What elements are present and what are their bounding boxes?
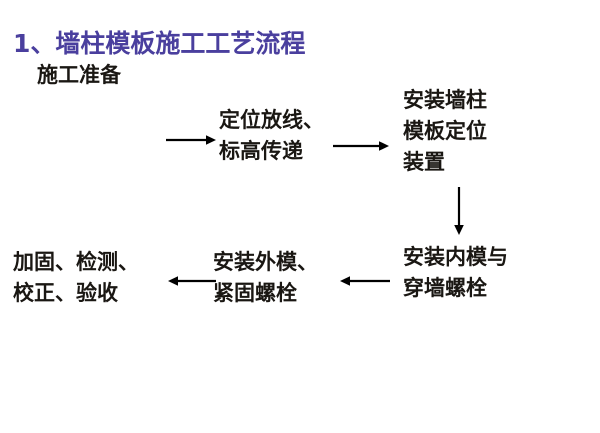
flow-node-line: 紧固螺栓 <box>213 280 297 305</box>
arrow-right-icon <box>331 137 391 155</box>
flow-node-outer-formwork: 安装外模、 紧固螺栓 <box>213 246 318 308</box>
flow-node-line: 加固、检测、 <box>13 249 139 274</box>
arrow-down-icon <box>450 185 468 237</box>
page-title-text: 墙柱模板施工工艺流程 <box>55 29 306 58</box>
flow-node-line: 校正、验收 <box>13 280 118 305</box>
flow-node-position-device: 安装墙柱 模板定位 装置 <box>403 84 487 177</box>
flow-node-line: 安装内模与 <box>403 244 508 269</box>
arrow-left-icon <box>164 272 218 290</box>
flow-node-preparation: 施工准备 <box>37 59 121 90</box>
flow-node-line: 标高传递 <box>219 138 303 163</box>
flow-node-line: 安装墙柱 <box>403 87 487 112</box>
flow-node-line: 装置 <box>403 149 445 174</box>
arrow-left-icon <box>334 272 392 290</box>
flow-node-line: 定位放线、 <box>219 107 324 132</box>
page-title-number: 1、 <box>13 29 56 58</box>
flow-node-line: 模板定位 <box>403 118 487 143</box>
arrow-right-icon <box>164 131 218 149</box>
flow-node-line: 穿墙螺栓 <box>403 275 487 300</box>
flow-node-line: 施工准备 <box>37 62 121 87</box>
flow-node-check-accept: 加固、检测、 校正、验收 <box>13 246 139 308</box>
flow-node-line: 安装外模、 <box>213 249 318 274</box>
page-title: 1、墙柱模板施工工艺流程 <box>13 29 305 59</box>
flow-node-inner-formwork: 安装内模与 穿墙螺栓 <box>403 241 508 303</box>
flow-node-layout: 定位放线、 标高传递 <box>219 104 324 166</box>
